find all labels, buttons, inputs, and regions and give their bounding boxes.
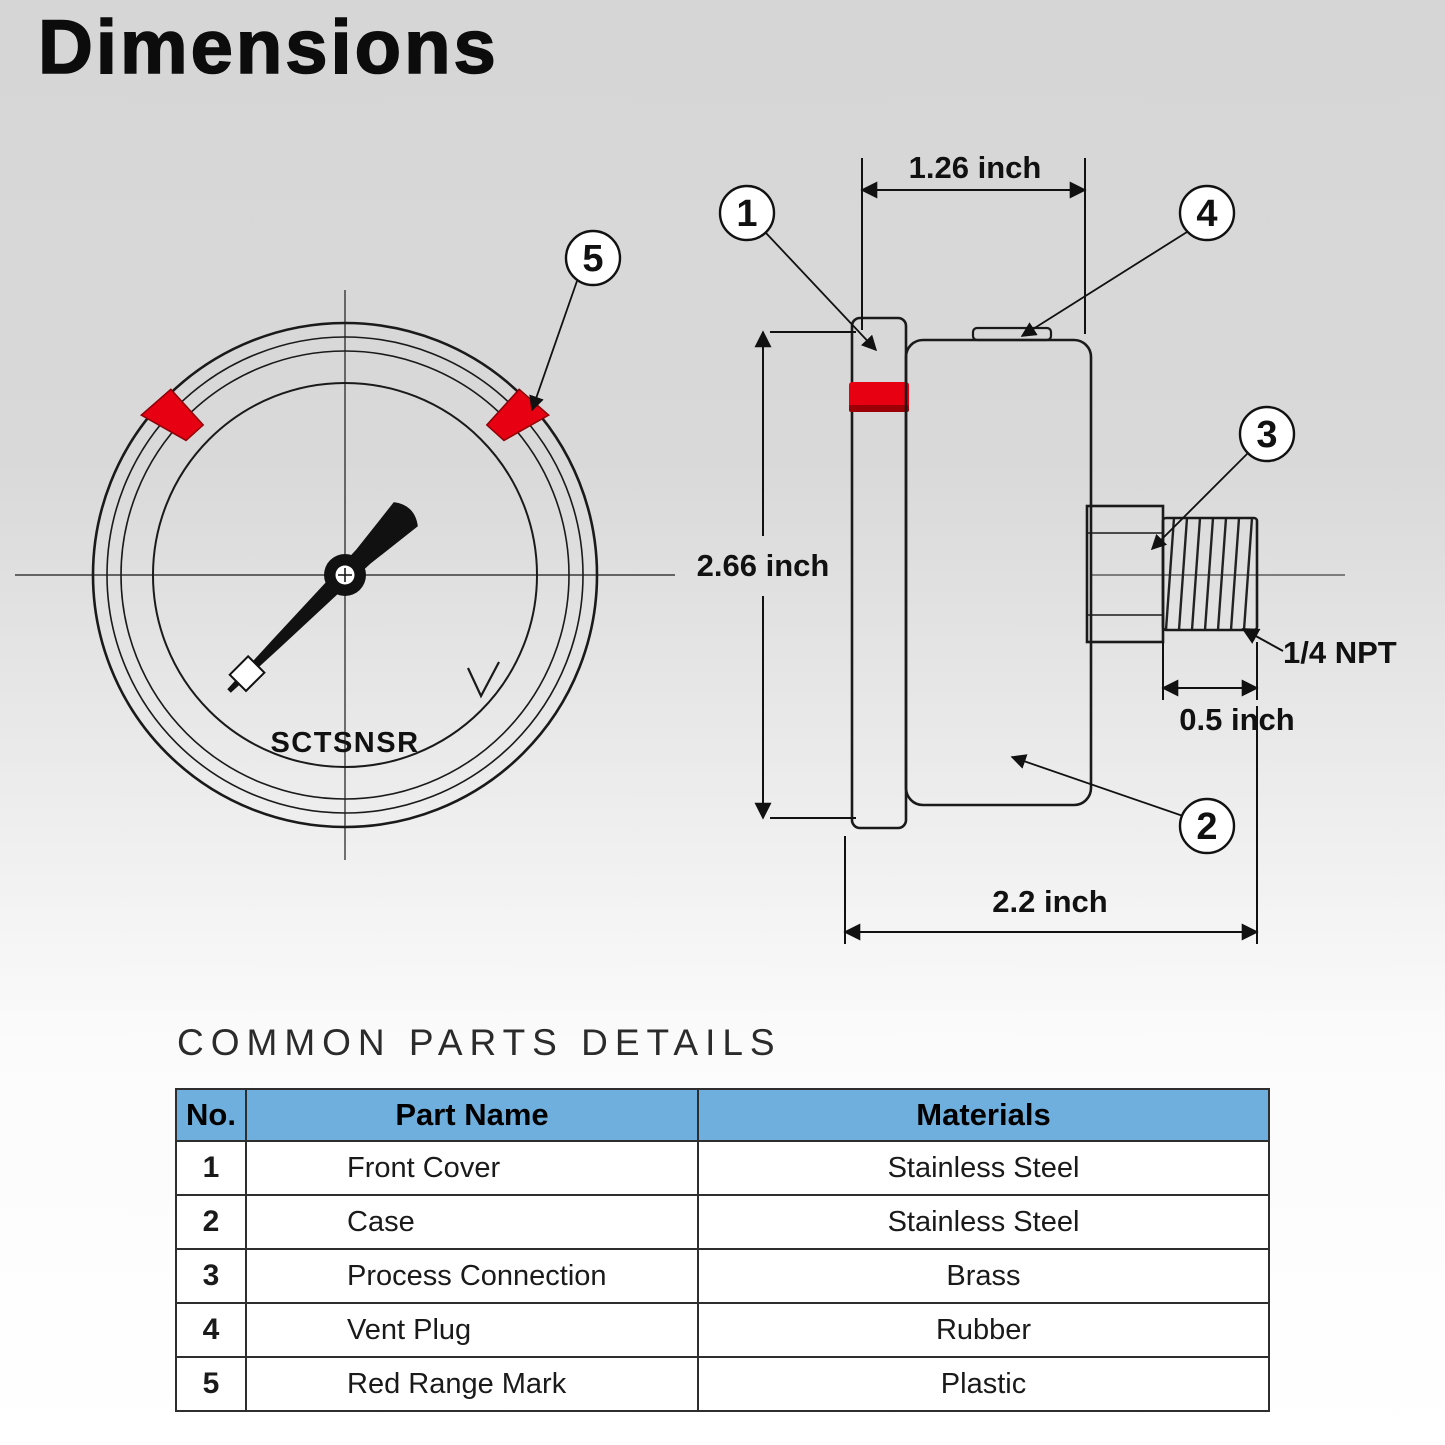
callout-number-1: 1	[736, 193, 757, 235]
brand-label: SCTSNSR	[270, 727, 419, 759]
table-row: 1 Front Cover Stainless Steel	[175, 1140, 1270, 1196]
parts-table-header-row: No. Part Name Materials	[175, 1088, 1270, 1142]
dim-label-npt: 1/4 NPT	[1283, 635, 1397, 670]
parts-table: No. Part Name Materials 1 Front Cover St…	[175, 1088, 1270, 1412]
column-header-no: No.	[175, 1088, 247, 1142]
red-seal-band	[849, 382, 909, 409]
npt-leader-line	[1241, 628, 1284, 652]
part-name: Case	[245, 1194, 699, 1250]
callout-bubble-2	[1178, 797, 1236, 855]
callout-bubble-1	[718, 184, 776, 242]
connection-hex-nut	[1085, 504, 1165, 644]
callout-bubble-5	[564, 229, 622, 287]
callout-number-5: 5	[582, 238, 603, 280]
dim-label-case-width: 2.2 inch	[992, 884, 1107, 919]
gauge-side-view	[849, 316, 1345, 830]
part-material: Stainless Steel	[697, 1140, 1270, 1196]
dim-label-height: 2.66 inch	[697, 548, 830, 583]
part-name: Process Connection	[245, 1248, 699, 1304]
part-no: 3	[175, 1248, 247, 1304]
part-material: Rubber	[697, 1302, 1270, 1358]
part-name: Red Range Mark	[245, 1356, 699, 1412]
bezel-ring-inner	[120, 350, 570, 800]
dial-stop-tick	[467, 661, 500, 699]
dim-label-thread-length: 0.5 inch	[1179, 702, 1294, 737]
red-range-mark-left	[140, 388, 205, 442]
page-title: Dimensions	[37, 4, 499, 91]
callout-number-4: 4	[1196, 193, 1217, 235]
callout-leaders	[529, 231, 1249, 817]
column-header-part-name: Part Name	[245, 1088, 699, 1142]
red-range-mark-right	[485, 388, 550, 442]
dim-label-top-width: 1.26 inch	[909, 150, 1042, 185]
gauge-front-view: SCTSNSR	[15, 290, 675, 860]
part-material: Brass	[697, 1248, 1270, 1304]
connection-threads	[1161, 516, 1259, 632]
part-name: Vent Plug	[245, 1302, 699, 1358]
bezel-ring-outer	[91, 321, 599, 829]
part-no: 2	[175, 1194, 247, 1250]
part-material: Plastic	[697, 1356, 1270, 1412]
vent-plug	[971, 326, 1053, 342]
part-no: 5	[175, 1356, 247, 1412]
callout-bubble-3	[1238, 405, 1296, 463]
parts-table-heading: COMMON PARTS DETAILS	[177, 1022, 782, 1063]
part-material: Stainless Steel	[697, 1194, 1270, 1250]
part-no: 1	[175, 1140, 247, 1196]
callout-number-2: 2	[1196, 806, 1217, 848]
column-header-materials: Materials	[697, 1088, 1270, 1142]
common-parts-section: COMMON PARTS DETAILS No. Part Name Mater…	[175, 1022, 1270, 1412]
bezel-ring-mid	[106, 336, 584, 814]
table-row: 4 Vent Plug Rubber	[175, 1302, 1270, 1358]
dial-face-circle	[152, 382, 538, 768]
table-row: 5 Red Range Mark Plastic	[175, 1356, 1270, 1412]
dimension-diagram: SCTSNSR 1.26 inch 2.66 inch 1/4 NP	[15, 150, 1397, 944]
red-seal-band-shadow	[849, 405, 909, 412]
table-row: 2 Case Stainless Steel	[175, 1194, 1270, 1250]
dimension-annotations	[754, 158, 1284, 944]
part-no: 4	[175, 1302, 247, 1358]
callout-bubble-4	[1178, 184, 1236, 242]
gauge-needle	[227, 502, 418, 693]
needle-counterweight	[228, 654, 266, 693]
table-row: 3 Process Connection Brass	[175, 1248, 1270, 1304]
case-body	[904, 338, 1093, 807]
callout-number-3: 3	[1256, 414, 1277, 456]
part-name: Front Cover	[245, 1140, 699, 1196]
